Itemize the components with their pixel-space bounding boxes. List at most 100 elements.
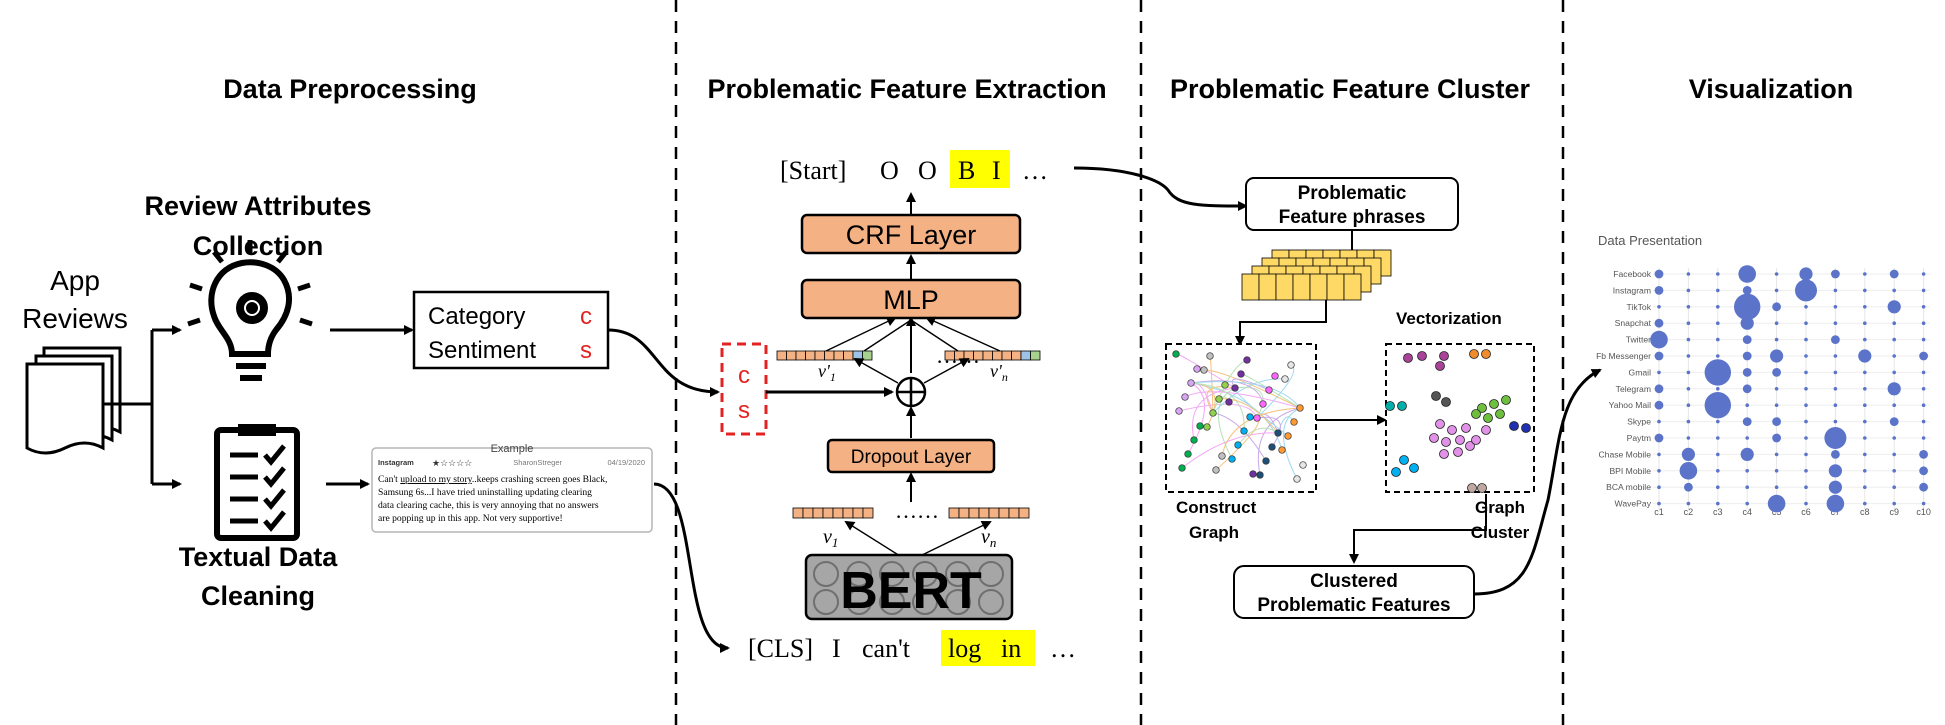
graph-edge [1184,391,1301,409]
bubble [1833,288,1838,293]
bert-label: BERT [840,562,982,620]
bert-vector-n [948,507,1030,519]
graph-node [1243,356,1251,364]
bubble [1921,501,1926,506]
example-review-card: Example Instagram ★☆☆☆☆ SharonStreger 04… [371,443,653,533]
bubble [1889,417,1899,426]
token-i-word: I [832,634,841,663]
vector-cell [814,350,825,361]
attr-to-cs-arrow [607,328,720,397]
bubble [1654,384,1664,394]
bubble [1921,288,1926,293]
bubble [1686,387,1691,391]
bubble [1716,272,1720,276]
vector-cell [862,507,874,519]
bubble [1654,433,1664,443]
phrases-label-2: Feature phrases [1279,207,1426,228]
bubble [1770,349,1784,363]
bert-stud [846,561,872,587]
graph-node [1215,395,1223,403]
bubble [1686,354,1691,358]
app-tick: Gmail [1629,367,1652,377]
bubble [1804,305,1808,309]
vector-cell [1241,273,1260,301]
cluster-node [1501,395,1511,405]
vector-cell [792,507,804,519]
graph-edge [1192,387,1236,441]
cluster-node [1417,351,1427,361]
stage-title-cluster: Problematic Feature Cluster [1170,74,1531,104]
output-tokens: [Start] O O B I … [780,156,1048,185]
bubble [1863,403,1867,408]
graph-cluster-label-2: Cluster [1471,523,1530,542]
graph-node [1231,384,1239,392]
bubble [1716,387,1720,391]
bubble [1919,466,1928,476]
bubble [1833,354,1838,358]
bubble [1657,452,1661,457]
bubble [1863,419,1867,424]
bubble [1716,305,1720,309]
bubble [1833,370,1838,375]
bubble [1767,494,1786,513]
cluster-tick: c1 [1654,507,1664,517]
bubble [1654,318,1664,328]
vector-cell [842,507,854,519]
bubble [1772,368,1781,377]
graph-node [1290,418,1298,426]
vector-cell [968,507,980,519]
v-prime-1: v'1 [818,361,836,384]
bubble [1921,321,1926,326]
bubble [1745,469,1749,473]
graph-node [1172,350,1180,358]
graph-node [1206,352,1214,360]
bubble [1657,305,1661,309]
bubble-chart: c1c2c3c4c5c6c7c8c9c10FacebookInstagramTi… [1596,265,1931,517]
bubble [1686,419,1691,424]
dropout-layer-label: Dropout Layer [851,447,972,468]
bubble [1826,494,1845,513]
bubble [1774,321,1779,326]
vector-cell [1343,273,1362,301]
clustered-to-visualization-arrow [1473,368,1602,596]
token-b: B [958,156,975,185]
bubble [1650,330,1668,349]
attribute-box: Category c Sentiment s [412,290,610,370]
bubble [1804,469,1808,473]
graph-edge [1221,407,1301,457]
token-o2: O [918,156,937,185]
bubble [1863,272,1867,276]
mlp-input-lines [825,316,1001,352]
cluster-node [1455,435,1465,445]
clustered-label-1: Clustered [1310,571,1398,592]
construct-label-2: Graph [1189,523,1239,542]
graph-edge [1178,403,1258,419]
cs-s: s [738,397,750,424]
graph-node [1299,461,1307,469]
bubble [1833,321,1838,326]
bubble [1921,272,1926,276]
vectorization-label: Vectorization [1396,309,1502,328]
graph-node [1246,413,1254,421]
bubble [1774,485,1779,490]
cs-c: c [738,362,750,389]
cluster-node [1435,361,1445,371]
vector-cell [948,507,960,519]
graph-edge [1190,382,1245,432]
graph-node [1256,471,1264,479]
bubble [1831,450,1840,459]
bubble [1799,267,1813,281]
app-tick: Facebook [1613,269,1651,279]
cluster-tick: c4 [1742,507,1752,517]
bubble [1654,269,1664,279]
graph-node [1187,379,1195,387]
example-author: SharonStreger [513,458,562,467]
bubble [1804,485,1808,490]
cluster-node [1521,423,1531,433]
graph-edge [1237,427,1279,446]
cluster-node [1471,435,1481,445]
bubble [1772,417,1781,426]
cluster-tick: c8 [1860,507,1870,517]
vector-cell [1011,350,1022,361]
bubble [1681,447,1695,461]
